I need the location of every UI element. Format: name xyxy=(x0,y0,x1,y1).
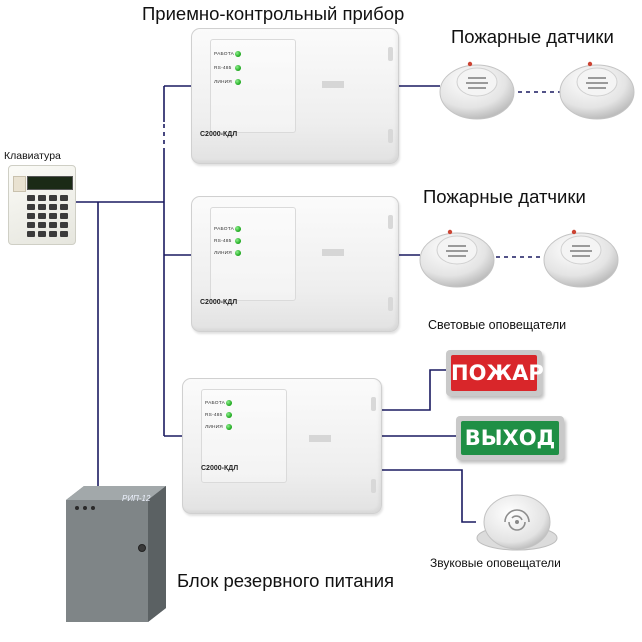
smoke-detector-icon xyxy=(419,229,495,288)
keypad-key xyxy=(27,231,35,237)
exit-sign-light: ВЫХОД xyxy=(456,416,564,460)
keypad-display xyxy=(27,176,73,190)
keypad-key xyxy=(27,195,35,201)
led-label-line: ЛИНИЯ xyxy=(214,251,232,256)
fire-sign-text: ПОЖАР xyxy=(451,355,544,391)
keypad-key xyxy=(38,204,46,210)
led-label-rs485: RS-485 xyxy=(214,239,232,244)
fire-sensors-title-top: Пожарные датчики xyxy=(451,26,614,47)
keypad-key xyxy=(60,222,68,228)
led-label-work: РАБОТА xyxy=(205,401,226,406)
led-indicator xyxy=(235,51,241,57)
keypad-key xyxy=(60,231,68,237)
keypad-device xyxy=(8,165,76,245)
led-indicator xyxy=(235,238,241,244)
panel-model: С2000-КДЛ xyxy=(201,465,239,472)
keypad-side-panel xyxy=(13,176,26,192)
keypad-key xyxy=(27,213,35,219)
keypad-key xyxy=(49,213,57,219)
led-indicator xyxy=(235,79,241,85)
keypad-key xyxy=(38,222,46,228)
keypad-key xyxy=(38,231,46,237)
control-panel-1: РАБОТА RS-485 ЛИНИЯ С2000-КДЛ xyxy=(191,28,399,164)
led-indicator xyxy=(235,65,241,71)
led-label-work: РАБОТА xyxy=(214,52,235,57)
exit-sign-text: ВЫХОД xyxy=(461,421,559,455)
keypad-label: Клавиатура xyxy=(4,150,61,162)
keypad-key xyxy=(38,213,46,219)
panel-notch xyxy=(388,215,393,229)
panel-logo xyxy=(309,435,331,442)
control-panel-title: Приемно-контрольный прибор xyxy=(142,3,405,24)
panel-logo xyxy=(322,81,344,88)
panel-lid xyxy=(210,207,296,301)
led-label-work: РАБОТА xyxy=(214,227,235,232)
keypad-key xyxy=(38,195,46,201)
backup-power-label: Блок резервного питания xyxy=(177,570,395,591)
sounder-icon xyxy=(476,494,558,551)
smoke-detector-icon xyxy=(559,61,635,120)
led-indicator xyxy=(235,250,241,256)
panel-model: С2000-КДЛ xyxy=(200,299,238,306)
panel-lid xyxy=(201,389,287,483)
led-label-rs485: RS-485 xyxy=(205,413,223,418)
panel-model: С2000-КДЛ xyxy=(200,131,238,138)
smoke-detector-icon xyxy=(439,61,515,120)
light-alarms-label: Световые оповещатели xyxy=(428,318,567,332)
led-label-line: ЛИНИЯ xyxy=(214,80,232,85)
led-indicator xyxy=(226,424,232,430)
fire-sign-light: ПОЖАР xyxy=(446,350,544,396)
keypad-key xyxy=(49,204,57,210)
psu-model-label: РИП-12 xyxy=(122,494,151,503)
panel-notch xyxy=(371,479,376,493)
backup-power-unit-icon xyxy=(66,486,166,622)
keypad-key xyxy=(49,222,57,228)
control-panel-3: РАБОТА RS-485 ЛИНИЯ С2000-КДЛ xyxy=(182,378,382,514)
panel-notch xyxy=(388,297,393,311)
led-indicator xyxy=(226,412,232,418)
led-label-line: ЛИНИЯ xyxy=(205,425,223,430)
keypad-key xyxy=(60,213,68,219)
sound-alarms-label: Звуковые оповещатели xyxy=(430,556,561,570)
led-indicator xyxy=(226,400,232,406)
panel-notch xyxy=(371,397,376,411)
keypad-key xyxy=(49,231,57,237)
keypad-key xyxy=(27,222,35,228)
panel-logo xyxy=(322,249,344,256)
keypad-key xyxy=(60,204,68,210)
led-label-rs485: RS-485 xyxy=(214,66,232,71)
panel-notch xyxy=(388,129,393,143)
keypad-key xyxy=(60,195,68,201)
panel-notch xyxy=(388,47,393,61)
keypad-key xyxy=(49,195,57,201)
control-panel-2: РАБОТА RS-485 ЛИНИЯ С2000-КДЛ xyxy=(191,196,399,332)
led-indicator xyxy=(235,226,241,232)
panel-lid xyxy=(210,39,296,133)
keypad-key xyxy=(27,204,35,210)
smoke-detector-icon xyxy=(543,229,619,288)
fire-sensors-title-mid: Пожарные датчики xyxy=(423,186,586,207)
